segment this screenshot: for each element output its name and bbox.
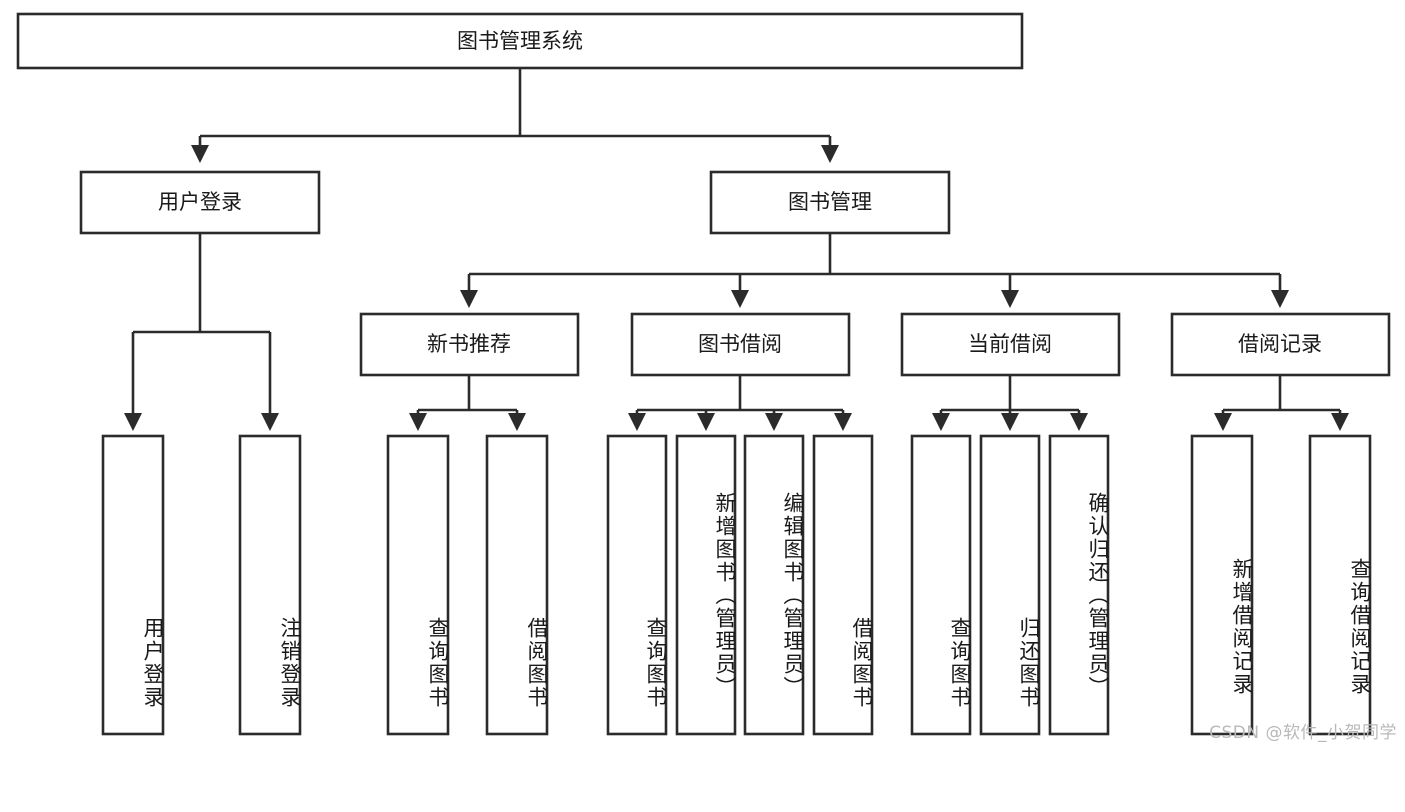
leaf-box-user-login-2[interactable] — [238, 434, 302, 736]
node-root[interactable]: 图书管理系统 — [16, 12, 1024, 70]
node-user-login[interactable]: 用户登录 — [79, 170, 321, 235]
connector-userlogin-to-leaves — [123, 233, 280, 432]
node-new-book-recommend[interactable]: 新书推荐 — [359, 312, 580, 377]
node-new-book-recommend-label: 新书推荐 — [427, 332, 511, 356]
node-current-borrow-label: 当前借阅 — [968, 332, 1052, 356]
connector-bookborrow-to-leaves — [627, 375, 853, 432]
watermark-text: CSDN @软件_小贺同学 — [1209, 723, 1397, 743]
node-book-borrow[interactable]: 图书借阅 — [630, 312, 851, 377]
node-book-management[interactable]: 图书管理 — [709, 170, 951, 235]
leaf-box-bookborrow-1[interactable] — [606, 434, 668, 736]
leaf-box-bookborrow-4[interactable] — [812, 434, 874, 736]
leaf-box-bookborrow-3[interactable] — [743, 434, 805, 736]
connector-newbook-to-leaves — [408, 375, 527, 432]
leaf-box-newbook-2[interactable] — [485, 434, 549, 736]
diagram-canvas: 图书管理系统 用户登录 图书管理 新书推荐 图书借阅 当前借阅 借阅记录 — [16, 12, 1397, 743]
leaf-box-borrowrecord-2[interactable] — [1308, 434, 1372, 736]
node-user-login-label: 用户登录 — [158, 190, 242, 214]
connector-root-to-level2 — [190, 68, 840, 164]
leaf-box-bookborrow-2[interactable] — [675, 434, 737, 736]
leaf-box-currentborrow-2[interactable] — [979, 434, 1041, 736]
connector-bookmgmt-to-level3 — [459, 233, 1290, 309]
node-book-borrow-label: 图书借阅 — [698, 332, 782, 356]
leaf-box-borrowrecord-1[interactable] — [1190, 434, 1254, 736]
tree-diagram-svg: 图书管理系统 用户登录 图书管理 新书推荐 图书借阅 当前借阅 借阅记录 — [16, 12, 1391, 736]
connector-currentborrow-to-leaves — [931, 375, 1089, 432]
connector-borrowrecord-to-leaves — [1213, 375, 1350, 432]
leaf-box-currentborrow-1[interactable] — [910, 434, 972, 736]
node-root-label: 图书管理系统 — [457, 29, 583, 53]
leaf-box-currentborrow-3[interactable] — [1048, 434, 1110, 736]
node-current-borrow[interactable]: 当前借阅 — [900, 312, 1121, 377]
node-borrow-record-label: 借阅记录 — [1238, 332, 1322, 356]
node-borrow-record[interactable]: 借阅记录 — [1170, 312, 1391, 377]
leaf-box-user-login-1[interactable] — [101, 434, 165, 736]
leaf-box-newbook-1[interactable] — [386, 434, 450, 736]
node-book-management-label: 图书管理 — [788, 190, 872, 214]
